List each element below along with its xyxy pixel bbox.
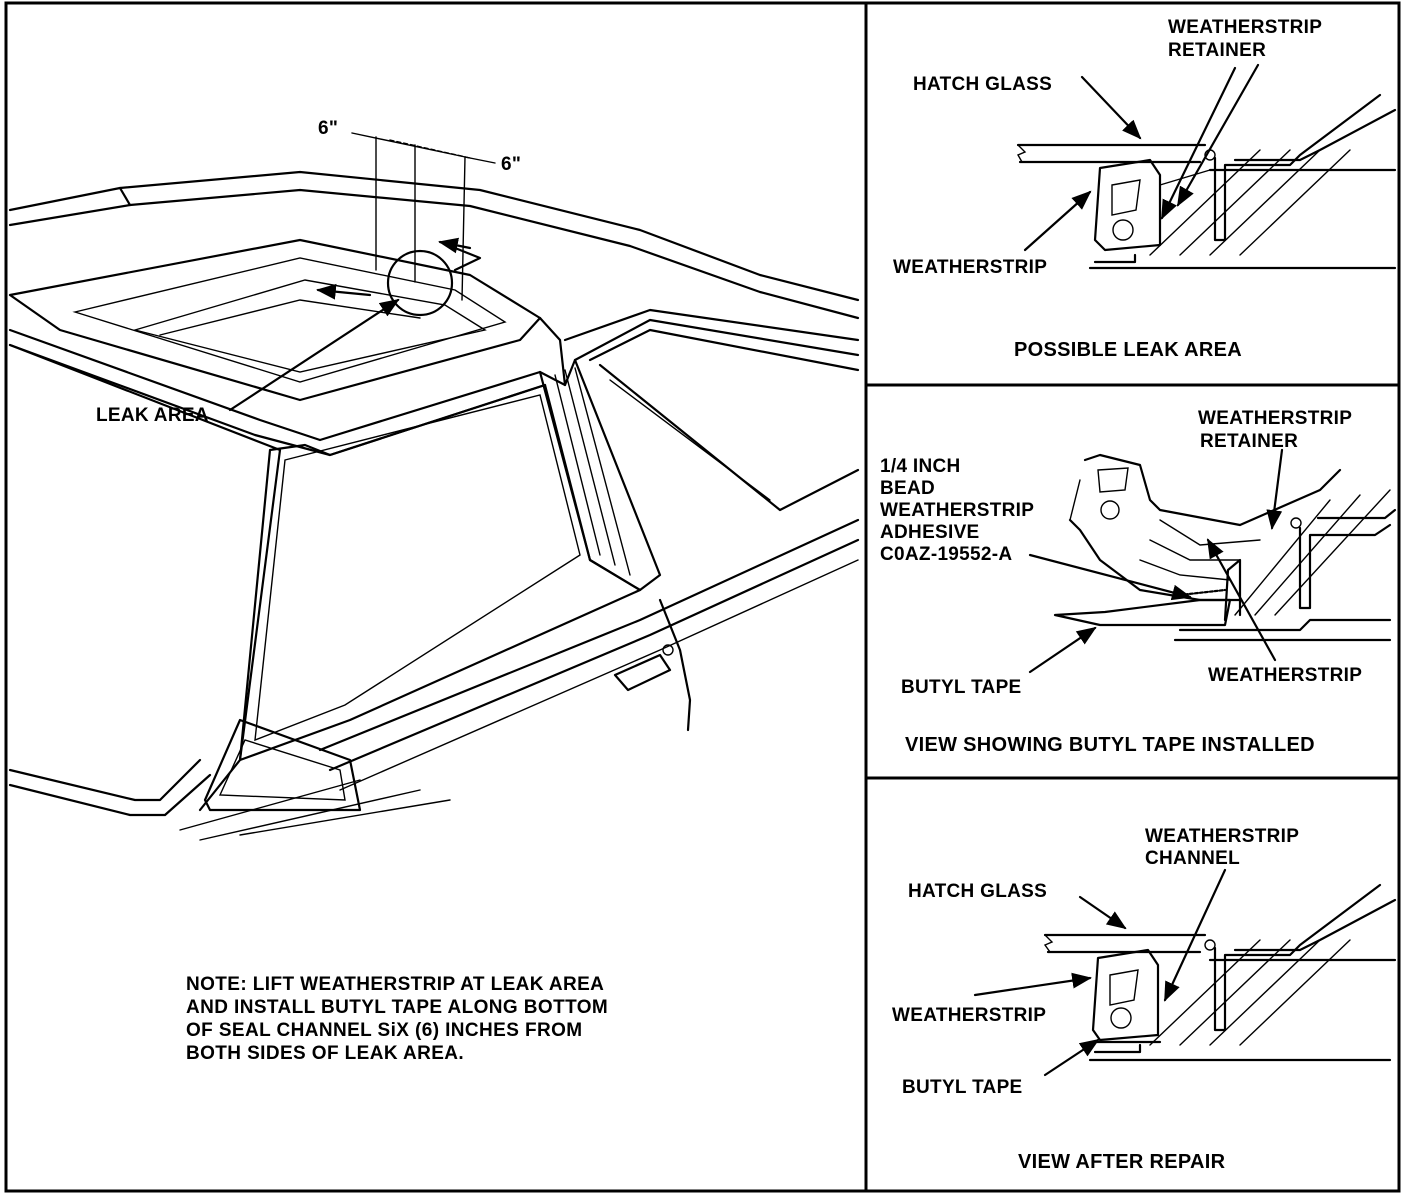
hatch-glass xyxy=(1016,143,1207,164)
top-hatch-glass-label: HATCH GLASS xyxy=(913,74,1052,95)
dimension-line xyxy=(351,132,471,159)
mid-adhesive-line: C0AZ-19552-A xyxy=(880,544,1012,565)
bot-butyl-tape-label: BUTYL TAPE xyxy=(902,1077,1023,1098)
mid-retainer-label-line2: RETAINER xyxy=(1200,431,1298,452)
bot-channel-label-line1: WEATHERSTRIP xyxy=(1145,826,1299,847)
note-line: OF SEAL CHANNEL SiX (6) INCHES FROM xyxy=(186,1020,583,1041)
top-retainer-label-line1: WEATHERSTRIP xyxy=(1168,17,1322,38)
mid-butyl-tape-label: BUTYL TAPE xyxy=(901,677,1022,698)
panel-after-repair xyxy=(973,868,1397,1077)
door-handle xyxy=(613,653,672,692)
top-panel-caption: POSSIBLE LEAK AREA xyxy=(1014,339,1242,361)
mid-adhesive-line: 1/4 INCH xyxy=(880,456,961,477)
hatch-glass-opening xyxy=(8,238,542,402)
bot-channel-label-line2: CHANNEL xyxy=(1145,848,1240,869)
hatch-glass xyxy=(1043,933,1207,954)
leak-area-label: LEAK AREA xyxy=(96,405,209,426)
hatch-glass xyxy=(132,279,487,373)
mid-retainer-label-line1: WEATHERSTRIP xyxy=(1198,408,1352,429)
bot-weatherstrip-label: WEATHERSTRIP xyxy=(892,1005,1046,1026)
dimension-left-label: 6" xyxy=(318,118,338,139)
top-retainer-label-line2: RETAINER xyxy=(1168,40,1266,61)
weatherstrip-lifted xyxy=(1083,453,1342,527)
panel-butyl-tape-installed xyxy=(1028,448,1397,674)
mid-adhesive-line: BEAD xyxy=(880,478,935,499)
note-line: AND INSTALL BUTYL TAPE ALONG BOTTOM xyxy=(186,997,608,1018)
mid-adhesive-line: WEATHERSTRIP xyxy=(880,500,1034,521)
mid-adhesive-line: ADHESIVE xyxy=(880,522,980,543)
bot-hatch-glass-label: HATCH GLASS xyxy=(908,881,1047,902)
leak-area-arrow xyxy=(228,298,400,412)
car-illustration xyxy=(8,132,860,841)
mid-weatherstrip-label: WEATHERSTRIP xyxy=(1208,665,1362,686)
note-line: BOTH SIDES OF LEAK AREA. xyxy=(186,1043,464,1064)
butyl-tape xyxy=(1053,598,1232,627)
leak-area-circle xyxy=(386,249,454,317)
note-line: NOTE: LIFT WEATHERSTRIP AT LEAK AREA xyxy=(186,974,604,995)
note-block: NOTE: LIFT WEATHERSTRIP AT LEAK AREA AND… xyxy=(186,974,608,1064)
dimension-right-label: 6" xyxy=(501,154,521,175)
top-weatherstrip-label: WEATHERSTRIP xyxy=(893,257,1047,278)
side-mirror xyxy=(203,718,362,812)
weatherstrip-profile xyxy=(1093,158,1162,252)
bot-panel-caption: VIEW AFTER REPAIR xyxy=(1018,1151,1226,1173)
outer-frame xyxy=(4,1,1401,1193)
door-lock xyxy=(662,644,674,656)
panel-possible-leak-area xyxy=(1016,63,1397,270)
weatherstrip-profile xyxy=(1091,948,1160,1042)
mid-panel-caption: VIEW SHOWING BUTYL TAPE INSTALLED xyxy=(905,734,1315,756)
